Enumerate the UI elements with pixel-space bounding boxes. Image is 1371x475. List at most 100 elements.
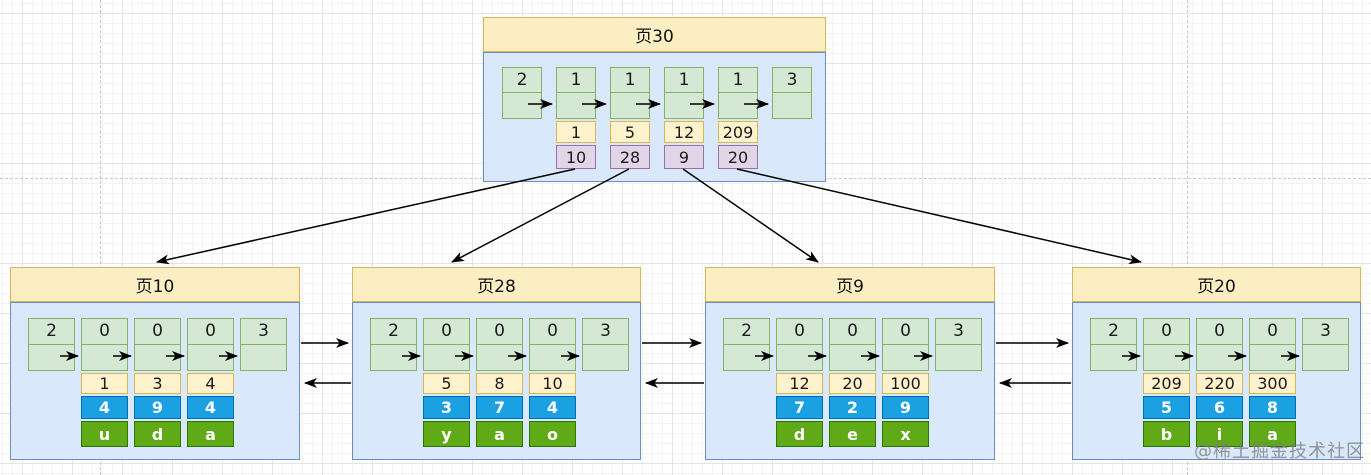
child-page-number-cell: 20 bbox=[718, 145, 758, 169]
value-char-cell: d bbox=[776, 421, 823, 447]
record-next-pointer-cell bbox=[371, 345, 416, 371]
arrow-root-to-page10 bbox=[156, 168, 576, 265]
value-char-cell: x bbox=[882, 421, 929, 447]
record-header-cell: 0 bbox=[829, 318, 876, 371]
record-column: 2 bbox=[502, 67, 542, 119]
record-header-cell: 3 bbox=[582, 318, 629, 371]
record-next-pointer-cell bbox=[530, 345, 575, 371]
value-char-cell: u bbox=[81, 421, 128, 447]
record-next-pointer-cell bbox=[503, 93, 541, 118]
value-char-cell: a bbox=[1249, 421, 1296, 447]
key-cell: 20 bbox=[829, 373, 876, 394]
record-type-value: 0 bbox=[883, 319, 928, 345]
record-next-pointer-cell bbox=[1303, 345, 1348, 371]
key-cell: 5 bbox=[423, 373, 470, 394]
value-char-cell: b bbox=[1143, 421, 1190, 447]
record-type-value: 2 bbox=[371, 319, 416, 345]
child-page-number-cell: 9 bbox=[664, 145, 704, 169]
record-type-value: 0 bbox=[1250, 319, 1295, 345]
record-column: 2 bbox=[28, 318, 75, 371]
record-column: 3 bbox=[772, 67, 812, 119]
key-cell: 209 bbox=[1143, 373, 1190, 394]
record-header-cell: 2 bbox=[370, 318, 417, 371]
key-cell: 1 bbox=[81, 373, 128, 394]
value-number-cell: 4 bbox=[529, 396, 576, 419]
record-header-cell: 2 bbox=[723, 318, 770, 371]
record-column: 3 bbox=[582, 318, 629, 371]
page-28-title-bar: 页28 bbox=[352, 267, 641, 302]
record-type-value: 3 bbox=[241, 319, 286, 345]
arrow-root-to-page20 bbox=[736, 168, 1142, 265]
record-next-pointer-cell bbox=[557, 93, 595, 118]
page-10-title-bar: 页10 bbox=[10, 267, 300, 302]
value-char-cell: i bbox=[1196, 421, 1243, 447]
value-number-cell: 6 bbox=[1196, 396, 1243, 419]
record-type-value: 0 bbox=[135, 319, 180, 345]
record-next-pointer-cell bbox=[830, 345, 875, 371]
child-page-number-cell: 10 bbox=[556, 145, 596, 169]
record-column: 2 bbox=[1090, 318, 1137, 371]
value-number-cell: 8 bbox=[1249, 396, 1296, 419]
record-header-cell: 3 bbox=[240, 318, 287, 371]
record-header-cell: 0 bbox=[187, 318, 234, 371]
record-header-cell: 0 bbox=[81, 318, 128, 371]
key-cell: 3 bbox=[134, 373, 181, 394]
record-next-pointer-cell bbox=[1091, 345, 1136, 371]
key-cell: 220 bbox=[1196, 373, 1243, 394]
value-number-cell: 5 bbox=[1143, 396, 1190, 419]
record-type-value: 3 bbox=[583, 319, 628, 345]
key-cell: 12 bbox=[664, 121, 704, 143]
record-next-pointer-cell bbox=[82, 345, 127, 371]
key-cell: 5 bbox=[610, 121, 650, 143]
arrow-root-to-page9 bbox=[682, 168, 819, 263]
record-next-pointer-cell bbox=[188, 345, 233, 371]
record-column: 3 bbox=[1302, 318, 1349, 371]
record-type-value: 2 bbox=[29, 319, 74, 345]
record-header-cell: 2 bbox=[28, 318, 75, 371]
page-28-title: 页28 bbox=[477, 277, 516, 297]
record-type-value: 3 bbox=[936, 319, 981, 345]
key-cell: 300 bbox=[1249, 373, 1296, 394]
record-next-pointer-cell bbox=[1144, 345, 1189, 371]
record-next-pointer-cell bbox=[883, 345, 928, 371]
record-header-cell: 0 bbox=[134, 318, 181, 371]
value-char-cell: o bbox=[529, 421, 576, 447]
key-cell: 209 bbox=[718, 121, 758, 143]
record-header-cell: 3 bbox=[935, 318, 982, 371]
record-type-value: 2 bbox=[503, 68, 541, 93]
record-type-value: 1 bbox=[557, 68, 595, 93]
value-char-cell: e bbox=[829, 421, 876, 447]
record-header-cell: 0 bbox=[529, 318, 576, 371]
value-char-cell: y bbox=[423, 421, 470, 447]
record-type-value: 0 bbox=[777, 319, 822, 345]
record-next-pointer-cell bbox=[424, 345, 469, 371]
record-type-value: 0 bbox=[188, 319, 233, 345]
record-header-cell: 1 bbox=[664, 67, 704, 119]
record-next-pointer-cell bbox=[135, 345, 180, 371]
record-type-value: 0 bbox=[424, 319, 469, 345]
value-number-cell: 9 bbox=[134, 396, 181, 419]
record-next-pointer-cell bbox=[665, 93, 703, 118]
key-cell: 10 bbox=[529, 373, 576, 394]
record-type-value: 2 bbox=[724, 319, 769, 345]
record-next-pointer-cell bbox=[583, 345, 628, 371]
key-cell: 1 bbox=[556, 121, 596, 143]
value-number-cell: 2 bbox=[829, 396, 876, 419]
record-header-cell: 3 bbox=[772, 67, 812, 119]
record-header-cell: 0 bbox=[476, 318, 523, 371]
